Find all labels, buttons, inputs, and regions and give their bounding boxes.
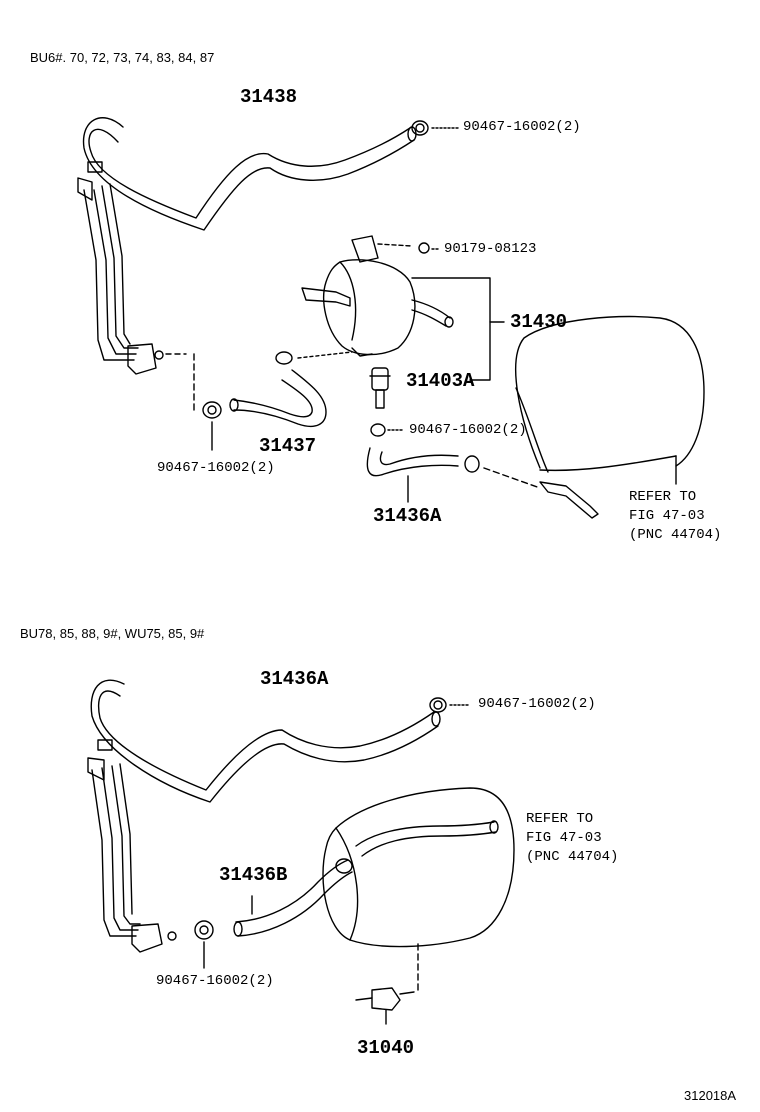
variant-header-bottom: BU78, 85, 88, 9#, WU75, 85, 9#: [20, 626, 205, 641]
part-number-31438: 31438: [240, 86, 298, 108]
canister-31430: [297, 235, 454, 359]
part-number-clip-top-a: 90467-16002(2): [463, 119, 581, 135]
hose-31438: [82, 117, 417, 231]
part-number-31436a-bottom: 31436A: [260, 668, 329, 690]
refer-note-top: REFER TO FIG 47-03 (PNC 44704): [629, 489, 722, 543]
bracket-pipes-top: [77, 161, 195, 411]
part-number-clip-top-b: 90467-16002(2): [409, 422, 527, 438]
variant-header-top: BU6#. 70, 72, 73, 74, 83, 84, 87: [30, 50, 215, 65]
part-number-clip-bottom-a: 90467-16002(2): [478, 696, 596, 712]
figure-id: 312018A: [684, 1088, 737, 1103]
clip-bottom-a: [429, 697, 471, 713]
hose-31436a-bottom: [90, 679, 441, 803]
part-number-31437: 31437: [259, 435, 317, 457]
leader-31430: [411, 277, 505, 381]
clip-top-b: [370, 423, 405, 437]
part-number-clip-bottom-b: 90467-16002(2): [156, 973, 274, 989]
clip-top-c: [202, 401, 222, 451]
part-number-31403a: 31403A: [406, 370, 475, 392]
fuel-tank-bottom: [322, 787, 515, 948]
hose-31437: [229, 351, 327, 428]
valve-31403a: [369, 367, 391, 409]
clip-top-a: [411, 120, 461, 136]
fuel-tank-top: [515, 315, 705, 519]
part-number-bolt: 90179-08123: [444, 241, 537, 257]
refer-note-bottom: REFER TO FIG 47-03 (PNC 44704): [526, 811, 619, 865]
hose-31436a-top: [366, 447, 541, 503]
hose-31436b: [233, 859, 353, 937]
part-number-31436a-top: 31436A: [373, 505, 442, 527]
part-number-clip-top-c: 90467-16002(2): [157, 460, 275, 476]
fuel-pump-31040: [355, 943, 419, 1025]
part-number-31430: 31430: [510, 311, 568, 333]
part-number-31436b: 31436B: [219, 864, 288, 886]
part-number-31040: 31040: [357, 1037, 415, 1059]
bracket-pipes-bottom: [87, 739, 177, 953]
clip-bottom-b: [194, 920, 214, 969]
